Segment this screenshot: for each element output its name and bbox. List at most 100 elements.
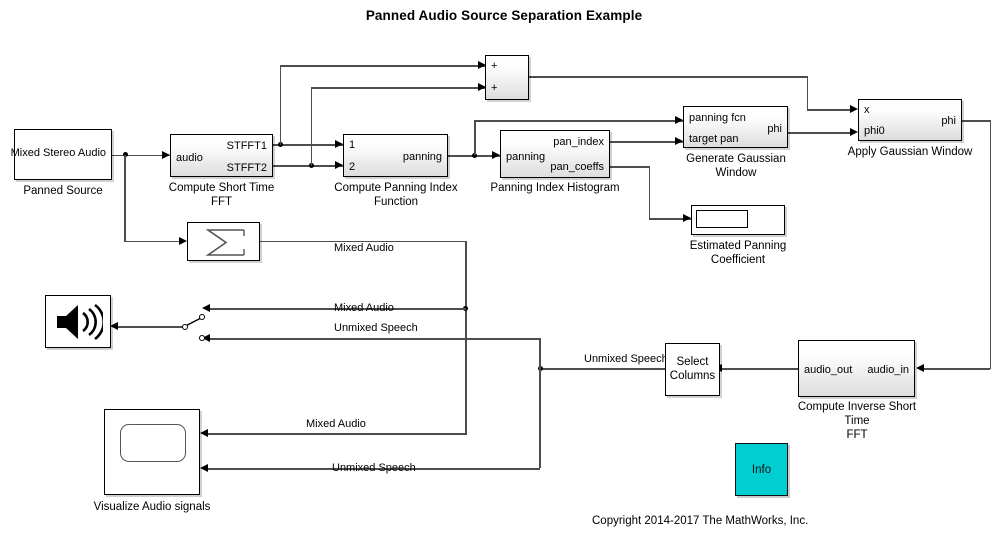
arrow-ggw-panningfcn-in: [675, 116, 683, 125]
arrow-scope-in1: [200, 429, 208, 438]
wire-switch-to-speaker: [118, 326, 184, 328]
wire-stfft1-to-pif1: [273, 144, 343, 146]
caption-panned-source: Panned Source: [23, 185, 103, 197]
caption-compute-panning-index-function: Compute Panning Index Function: [334, 182, 458, 209]
wire-sigma-out: [260, 240, 467, 242]
wire-stfft2-to-pif2: [273, 165, 343, 167]
junction-dot-panning: [472, 153, 477, 158]
wire-stfft2-to-sum2: [311, 87, 485, 89]
wire-istft-to-selcols: [720, 368, 798, 370]
block-panned-source[interactable]: Mixed Stereo Audio: [11, 129, 112, 180]
arrow-switch-upper-in: [202, 304, 210, 313]
wire-agw-phi-down: [989, 120, 991, 370]
wire-unmixed-to-scope: [208, 468, 540, 470]
page-title: Panned Audio Source Separation Example: [365, 8, 643, 23]
signal-label-unmixed-speech-2: Unmixed Speech: [332, 462, 416, 474]
pif-in2: 2: [349, 161, 356, 173]
wire-sum-out-down: [806, 76, 808, 111]
block-audio-speaker[interactable]: [45, 295, 111, 348]
pif-out-panning: panning: [402, 151, 442, 163]
signal-label-mixed-audio-3: Mixed Audio: [306, 418, 366, 430]
wire-pancoeffs-to-display: [648, 218, 691, 220]
caption-visualize-audio-signals: Visualize Audio signals: [93, 501, 211, 513]
wire-panning-to-ggw-fcn: [474, 120, 684, 122]
agw-in-phi0: phi0: [864, 125, 885, 137]
arrow-sum-in2: [478, 83, 486, 92]
hist-out-pan-index: pan_index: [553, 136, 604, 148]
block-sum[interactable]: + +: [485, 55, 529, 100]
block-compute-inverse-short-time-fft[interactable]: audio_out audio_in: [798, 340, 915, 397]
wire-stfft1-up: [280, 65, 282, 145]
block-visualize-audio-signals[interactable]: [104, 409, 200, 495]
pif-in1: 1: [349, 139, 356, 151]
block-panning-index-histogram[interactable]: panning pan_index pan_coeffs: [500, 130, 610, 178]
ggw-in-panning-fcn: panning fcn: [689, 112, 746, 124]
switch-input-node-upper[interactable]: [199, 314, 205, 320]
wire-source-to-sigma: [124, 240, 180, 242]
wire-mixed-to-scope: [208, 433, 466, 435]
wire-selcols-out-left: [540, 368, 665, 370]
stft-out-stfft2: STFFT2: [226, 162, 267, 174]
wire-mixed-to-switch: [208, 308, 466, 310]
sum-sigma-icon: [205, 229, 245, 256]
wire-to-istft-audioin: [924, 368, 990, 370]
block-estimated-panning-coefficient[interactable]: [691, 205, 785, 235]
manual-switch-icon: [184, 316, 203, 328]
signal-label-mixed-audio-1: Mixed Audio: [334, 242, 394, 254]
wire-unmixed-down: [539, 368, 541, 469]
block-generate-gaussian-window[interactable]: panning fcn target pan phi: [683, 106, 788, 148]
agw-out-phi: phi: [941, 115, 956, 127]
wire-agw-phi-right: [962, 120, 991, 122]
arrow-speaker-in: [110, 322, 118, 331]
stft-out-stfft1: STFFT1: [226, 140, 267, 152]
block-sum-elements[interactable]: [187, 222, 260, 261]
sum-in1-plus: +: [491, 60, 498, 72]
block-compute-short-time-fft[interactable]: audio STFFT1 STFFT2: [170, 134, 273, 177]
switch-output-node[interactable]: [182, 323, 188, 330]
scope-screen: [120, 424, 186, 462]
copyright-text: Copyright 2014-2017 The MathWorks, Inc.: [592, 515, 809, 527]
signal-label-mixed-audio-2: Mixed Audio: [334, 302, 394, 314]
signal-label-unmixed-speech-1: Unmixed Speech: [334, 322, 418, 334]
wire-unmixed-up: [539, 338, 541, 369]
arrow-display-in: [683, 214, 691, 223]
block-compute-panning-index-function[interactable]: 1 2 panning: [343, 134, 448, 177]
arrow-pif-in1: [335, 140, 343, 149]
wire-stfft2-up: [311, 87, 313, 166]
wire-mixed-bus: [465, 240, 467, 435]
wire-panning-up: [474, 120, 476, 156]
arrow-switch-lower-in: [202, 334, 210, 343]
block-apply-gaussian-window[interactable]: x phi0 phi: [858, 99, 962, 141]
wire-ggw-phi-to-agw-phi0: [788, 132, 850, 134]
arrow-agw-x-in: [850, 105, 858, 114]
hist-in-panning: panning: [506, 151, 546, 163]
switch-input-node-lower[interactable]: [199, 335, 205, 341]
caption-compute-inverse-short-time-fft: Compute Inverse Short Time FFT: [797, 401, 917, 442]
istft-out-audio-out: audio_out: [804, 364, 853, 376]
caption-panning-index-histogram: Panning Index Histogram: [490, 182, 620, 194]
caption-generate-gaussian-window: Generate Gaussian Window: [686, 153, 786, 180]
hist-out-pan-coeffs: pan_coeffs: [550, 161, 604, 173]
arrow-sigma-in: [179, 236, 187, 245]
wire-source-branch-down: [124, 154, 126, 242]
ggw-in-target-pan: target pan: [689, 133, 739, 145]
signal-label-unmixed-speech-3: Unmixed Speech: [584, 353, 668, 365]
caption-estimated-panning-coefficient: Estimated Panning Coefficient: [689, 240, 787, 267]
wire-pancoeffs-right: [610, 166, 650, 168]
wire-stfft1-to-sum1: [280, 65, 485, 67]
arrow-istft-audioin: [916, 364, 924, 373]
arrow-sum-in1: [478, 61, 486, 70]
block-info[interactable]: Info: [735, 443, 788, 496]
wire-sum-out-right: [528, 76, 808, 78]
wire-source-to-stft: [112, 154, 170, 156]
caption-apply-gaussian-window: Apply Gaussian Window: [847, 146, 973, 158]
block-select-columns[interactable]: Select Columns: [665, 343, 720, 396]
stft-in-audio: audio: [176, 152, 203, 164]
arrow-scope-in2: [200, 464, 208, 473]
info-label: Info: [751, 463, 772, 476]
ggw-out-phi: phi: [767, 123, 782, 135]
block-manual-switch[interactable]: [178, 300, 212, 346]
select-columns-label: Select Columns: [669, 355, 716, 382]
wire-sum-to-agw-x: [806, 109, 851, 111]
agw-in-x: x: [864, 104, 870, 116]
